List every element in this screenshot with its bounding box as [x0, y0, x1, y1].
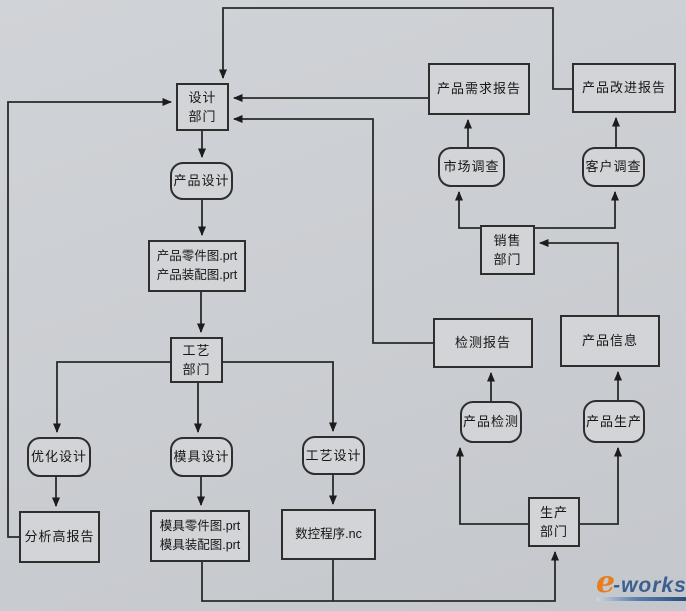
node-requirement-report: 产品需求报告	[428, 63, 530, 115]
node-label: 产品生产	[585, 413, 642, 429]
node-design-dept: 设计 部门	[176, 83, 229, 131]
node-mold-drawings: 模具零件图.prt 模具装配图.prt	[150, 510, 250, 562]
node-nc-program: 数控程序.nc	[281, 509, 376, 560]
node-product-inspection: 产品检测	[460, 401, 522, 443]
node-optimize-design: 优化设计	[27, 437, 91, 477]
node-product-production: 产品生产	[583, 400, 645, 443]
node-label: 工艺设计	[305, 447, 362, 463]
node-analysis-report: 分析高报告	[19, 511, 100, 563]
node-label: 产品需求报告	[436, 81, 521, 97]
node-label: 工艺	[182, 342, 211, 358]
node-label: 生产	[539, 504, 568, 520]
node-label: 模具零件图.prt	[159, 518, 241, 533]
node-label: 数控程序.nc	[295, 526, 362, 541]
node-process-design: 工艺设计	[302, 436, 365, 475]
node-product-design: 产品设计	[170, 162, 233, 200]
node-product-drawings: 产品零件图.prt 产品装配图.prt	[148, 240, 246, 292]
node-label: 模具设计	[173, 449, 230, 465]
node-label: 客户调查	[585, 159, 642, 175]
node-label: 产品零件图.prt	[156, 248, 238, 263]
node-label: 部门	[182, 362, 211, 377]
eworks-logo-e: e	[596, 565, 616, 600]
node-product-info: 产品信息	[560, 315, 660, 367]
node-label: 模具装配图.prt	[159, 538, 241, 552]
node-label: 产品检测	[462, 414, 519, 430]
node-label: 销售	[493, 232, 522, 248]
eworks-logo-text: -works	[613, 574, 686, 597]
node-label: 优化设计	[30, 449, 87, 465]
node-label: 产品设计	[173, 173, 230, 189]
node-label: 产品信息	[581, 333, 638, 349]
node-mold-design: 模具设计	[170, 437, 233, 477]
node-improvement-report: 产品改进报告	[572, 63, 676, 113]
node-label: 设计	[188, 89, 217, 105]
node-customer-survey: 客户调查	[582, 147, 645, 187]
node-production-dept: 生产 部门	[528, 497, 580, 547]
node-label: 检测报告	[454, 335, 511, 351]
node-market-survey: 市场调查	[438, 147, 505, 187]
eworks-logo: e-works	[596, 565, 686, 601]
node-label: 市场调查	[443, 159, 500, 175]
node-process-dept: 工艺 部门	[170, 337, 223, 383]
node-label: 分析高报告	[24, 529, 95, 545]
node-label: 部门	[493, 252, 522, 267]
node-inspection-report: 检测报告	[433, 318, 533, 368]
node-label: 部门	[539, 524, 568, 539]
node-label: 产品改进报告	[581, 80, 666, 96]
node-sales-dept: 销售 部门	[480, 225, 535, 275]
node-label: 产品装配图.prt	[156, 268, 238, 282]
node-label: 部门	[188, 109, 217, 124]
